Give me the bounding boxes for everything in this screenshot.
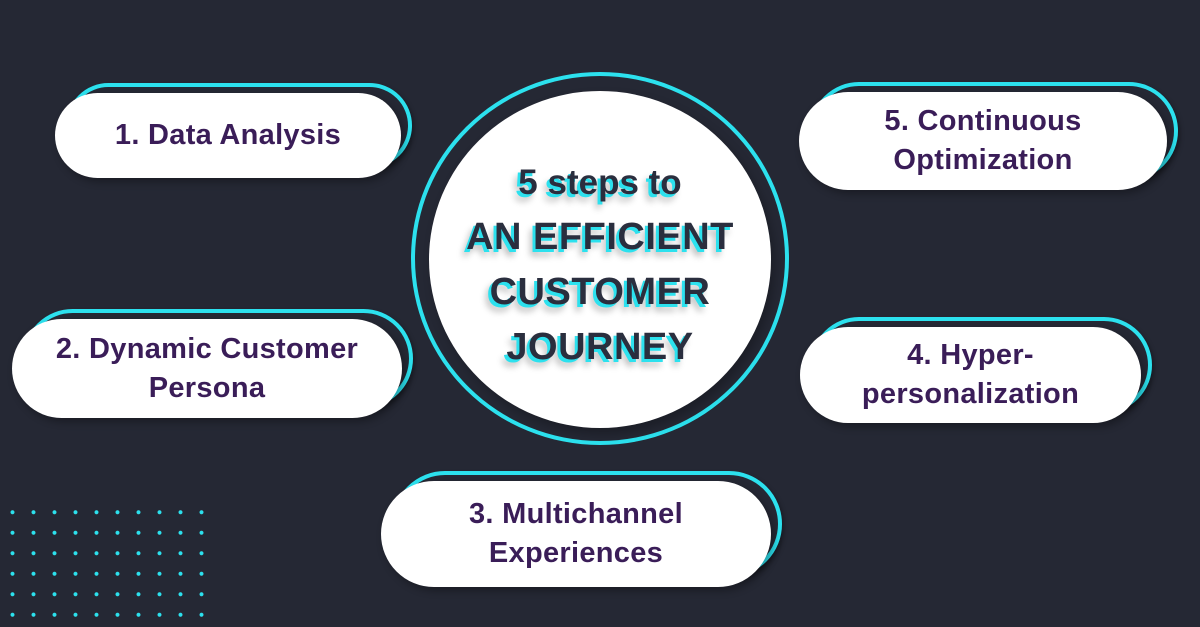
title-line-2: AN EFFICIENT xyxy=(466,215,734,258)
title-line-4: JOURNEY xyxy=(506,325,694,368)
title-line-3: CUSTOMER xyxy=(489,270,711,313)
step-2-text-line-1: 2. Dynamic Customer xyxy=(55,332,359,365)
pill-5-label: 5. Continuous Optimization xyxy=(799,92,1167,190)
title-line-1: 5 steps to xyxy=(518,162,682,202)
step-5-text-line-1: 5. Continuous xyxy=(884,105,1082,137)
step-pill-1: 1. Data Analysis xyxy=(55,83,412,178)
infographic-title: 5 steps to AN EFFICIENT CUSTOMER JOURNEY xyxy=(466,145,734,375)
step-pill-4: 4. Hyper- personalization xyxy=(800,317,1152,423)
step-2-text-line-2: Persona xyxy=(148,371,266,404)
step-pill-5: 5. Continuous Optimization xyxy=(799,82,1178,190)
pill-1-label: 1. Data Analysis xyxy=(55,93,401,178)
dot-grid-decoration xyxy=(2,502,212,625)
step-4-text-line-2: personalization xyxy=(861,378,1080,410)
center-circle: 5 steps to AN EFFICIENT CUSTOMER JOURNEY xyxy=(429,91,771,428)
step-pill-3: 3. Multichannel Experiences xyxy=(381,471,782,587)
pill-2-label: 2. Dynamic Customer Persona xyxy=(12,319,402,418)
step-3-text-line-2: Experiences xyxy=(488,537,664,569)
step-pill-2: 2. Dynamic Customer Persona xyxy=(12,309,413,418)
step-4-text-line-1: 4. Hyper- xyxy=(907,339,1034,371)
step-1-text-line-1: 1. Data Analysis xyxy=(114,119,342,151)
pill-4-label: 4. Hyper- personalization xyxy=(800,327,1141,423)
center-circle-cyan-ring xyxy=(411,72,789,445)
step-3-text-line-1: 3. Multichannel xyxy=(469,498,683,530)
step-5-text-line-2: Optimization xyxy=(893,144,1073,176)
pill-3-label: 3. Multichannel Experiences xyxy=(381,481,771,587)
